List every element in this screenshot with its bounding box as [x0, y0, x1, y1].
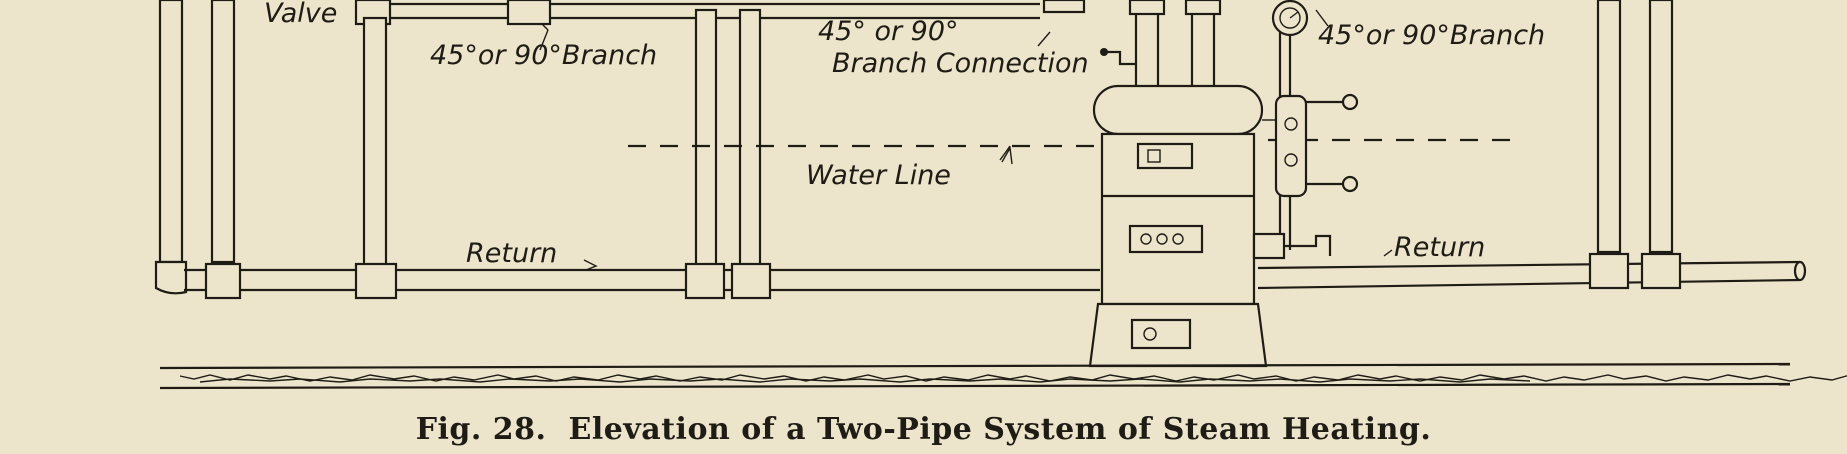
- boiler: [1088, 48, 1268, 368]
- label-branch-connection-top: 45° or 90°: [818, 16, 959, 47]
- label-water-line: Water Line: [806, 160, 951, 191]
- left-outer-risers: [154, 0, 236, 295]
- return-main: [184, 252, 1807, 300]
- middle-risers: [362, 0, 1222, 272]
- label-branch-connection-bottom: Branch Connection: [832, 48, 1089, 79]
- annotation-arrows: [539, 9, 1393, 271]
- gauge-assembly: [1252, 0, 1359, 260]
- label-branch-left: 45°or 90°Branch: [430, 40, 657, 71]
- figure-caption: Fig. 28. Elevation of a Two-Pipe System o…: [0, 412, 1847, 447]
- floor: [159, 362, 1847, 390]
- figure-number: Fig. 28.: [415, 412, 547, 447]
- figure-title: Elevation of a Two-Pipe System of Steam …: [568, 412, 1432, 447]
- label-valve: Valve: [264, 0, 337, 29]
- label-return-left: Return: [466, 238, 557, 269]
- label-branch-right: 45°or 90°Branch: [1318, 20, 1545, 51]
- right-outer-risers: [1596, 0, 1674, 254]
- water-line: [628, 138, 1518, 148]
- label-return-right: Return: [1394, 232, 1485, 263]
- supply-main: [354, 0, 1086, 26]
